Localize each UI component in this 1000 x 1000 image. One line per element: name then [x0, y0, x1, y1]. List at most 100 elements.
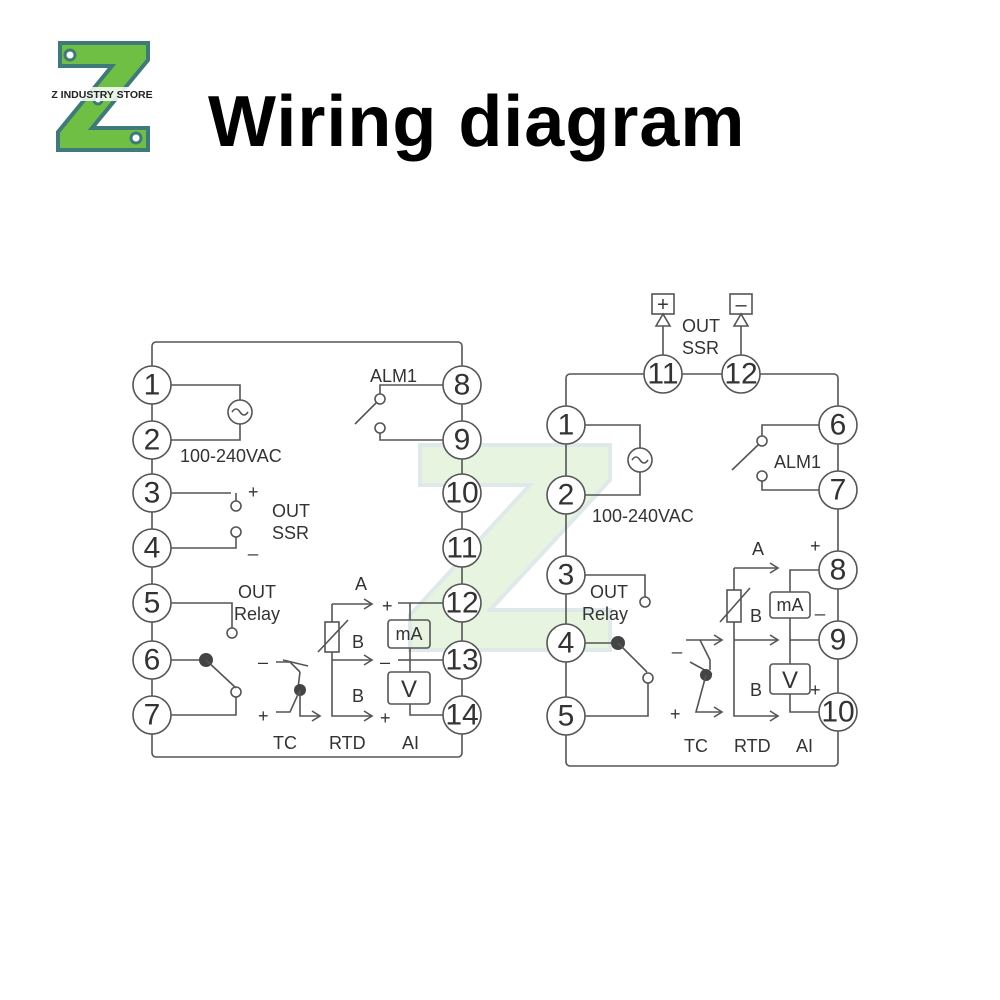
- left-pin-9: 9: [442, 420, 482, 460]
- left-pin-4: 4: [132, 528, 172, 568]
- svg-text:8: 8: [454, 369, 471, 402]
- svg-text:B: B: [352, 686, 364, 706]
- svg-text:–: –: [380, 652, 390, 672]
- left-pin-11: 11: [442, 528, 482, 568]
- left-pin-5: 5: [132, 583, 172, 623]
- svg-text:12: 12: [445, 587, 478, 620]
- svg-text:8: 8: [830, 554, 847, 587]
- svg-text:10: 10: [821, 696, 854, 729]
- right-pin-2: 2: [546, 475, 586, 515]
- right-relay-output: OUT Relay: [582, 574, 654, 717]
- right-pin-1: 1: [546, 405, 586, 445]
- right-out-relay-label-2: Relay: [582, 604, 628, 624]
- svg-text:9: 9: [454, 424, 471, 457]
- svg-text:+: +: [382, 596, 393, 616]
- svg-text:14: 14: [445, 699, 478, 732]
- svg-text:3: 3: [558, 559, 575, 592]
- left-tc-label: TC: [273, 733, 297, 753]
- svg-text:1: 1: [144, 369, 161, 402]
- left-pin-1: 1: [132, 365, 172, 405]
- right-ssr-output: + – OUT SSR: [651, 293, 753, 358]
- left-ai-input: + – + mA V AI: [380, 596, 443, 753]
- svg-text:B: B: [750, 606, 762, 626]
- svg-text:+: +: [810, 536, 821, 556]
- svg-text:+: +: [380, 708, 391, 728]
- svg-text:1: 1: [558, 409, 575, 442]
- svg-text:+: +: [810, 680, 821, 700]
- svg-text:2: 2: [558, 479, 575, 512]
- svg-text:+: +: [258, 706, 269, 726]
- brand-logo: Z INDUSTRY STORE: [40, 41, 165, 152]
- left-out-label: OUT: [272, 501, 310, 521]
- left-pin-3: 3: [132, 473, 172, 513]
- brand-name: Z INDUSTRY STORE: [51, 89, 152, 101]
- left-pin-13: 13: [442, 640, 482, 680]
- right-power-supply: 100-240VAC: [585, 424, 694, 526]
- left-out-relay-label-2: Relay: [234, 604, 280, 624]
- svg-text:_: _: [814, 596, 826, 617]
- svg-text:7: 7: [144, 699, 161, 732]
- left-power-label: 100-240VAC: [180, 446, 282, 466]
- left-tc-input: – + TC: [258, 652, 322, 753]
- svg-text:–: –: [258, 652, 268, 672]
- right-pin-3: 3: [546, 555, 586, 595]
- svg-text:3: 3: [144, 477, 161, 510]
- left-rtd-label: RTD: [329, 733, 366, 753]
- svg-text:2: 2: [144, 424, 161, 457]
- left-pin-12: 12: [442, 583, 482, 623]
- svg-text:A: A: [752, 539, 764, 559]
- svg-text:B: B: [750, 680, 762, 700]
- right-alarm: ALM1: [731, 424, 821, 491]
- right-pin-7: 7: [818, 470, 858, 510]
- right-ai-label: AI: [796, 736, 813, 756]
- svg-text:+: +: [657, 294, 669, 316]
- left-rtd-input: A B B RTD: [317, 574, 374, 753]
- right-power-label: 100-240VAC: [592, 506, 694, 526]
- svg-text:+: +: [670, 704, 681, 724]
- left-out-relay-label-1: OUT: [238, 582, 276, 602]
- svg-text:4: 4: [558, 627, 575, 660]
- right-ma-label: mA: [777, 595, 804, 615]
- right-pin-5: 5: [546, 696, 586, 736]
- right-pin-9: 9: [818, 620, 858, 660]
- svg-text:10: 10: [445, 477, 478, 510]
- page-title: Wiring diagram: [208, 82, 746, 162]
- right-v-label: V: [782, 667, 798, 694]
- left-alarm: ALM1: [354, 366, 443, 441]
- right-tc-input: _ + TC: [670, 634, 724, 756]
- right-pin-11: 11: [643, 354, 683, 394]
- left-power-supply: 100-240VAC: [171, 384, 282, 466]
- right-alarm-label: ALM1: [774, 452, 821, 472]
- svg-text:+: +: [248, 482, 259, 502]
- svg-text:_: _: [671, 634, 683, 655]
- left-alarm-label: ALM1: [370, 366, 417, 386]
- left-pins: 1 2 3 4 5 6 7 8 9 10 11 12 13 14: [132, 365, 482, 735]
- left-ma-label: mA: [396, 624, 423, 644]
- right-pin-10: 10: [818, 692, 858, 732]
- svg-text:6: 6: [144, 644, 161, 677]
- right-pins: 1 2 3 4 5 6 7 8 9 10 11 12: [546, 354, 858, 736]
- svg-text:5: 5: [558, 700, 575, 733]
- right-pin-12: 12: [721, 354, 761, 394]
- svg-text:11: 11: [446, 532, 477, 565]
- svg-text:–: –: [735, 294, 747, 316]
- right-pin-4: 4: [546, 623, 586, 663]
- left-pin-7: 7: [132, 695, 172, 735]
- left-pin-14: 14: [442, 695, 482, 735]
- svg-text:B: B: [352, 632, 364, 652]
- left-pin-2: 2: [132, 420, 172, 460]
- svg-text:A: A: [355, 574, 367, 594]
- right-ai-input: + _ + mA V AI: [769, 536, 826, 756]
- right-diagram: + – OUT SSR 1 2 3 4 5 6 7 8 9 10 11 12: [546, 293, 858, 767]
- right-ssr-label: SSR: [682, 338, 719, 358]
- svg-text:6: 6: [830, 409, 847, 442]
- watermark-logo: [408, 443, 612, 652]
- svg-text:13: 13: [445, 644, 478, 677]
- right-rtd-input: A B B RTD: [719, 539, 780, 756]
- svg-text:4: 4: [144, 532, 161, 565]
- left-pin-8: 8: [442, 365, 482, 405]
- right-pin-6: 6: [818, 405, 858, 445]
- left-relay-output: OUT Relay: [171, 582, 280, 716]
- left-diagram: 1 2 3 4 5 6 7 8 9 10 11 12 13 14 100-240…: [132, 341, 482, 758]
